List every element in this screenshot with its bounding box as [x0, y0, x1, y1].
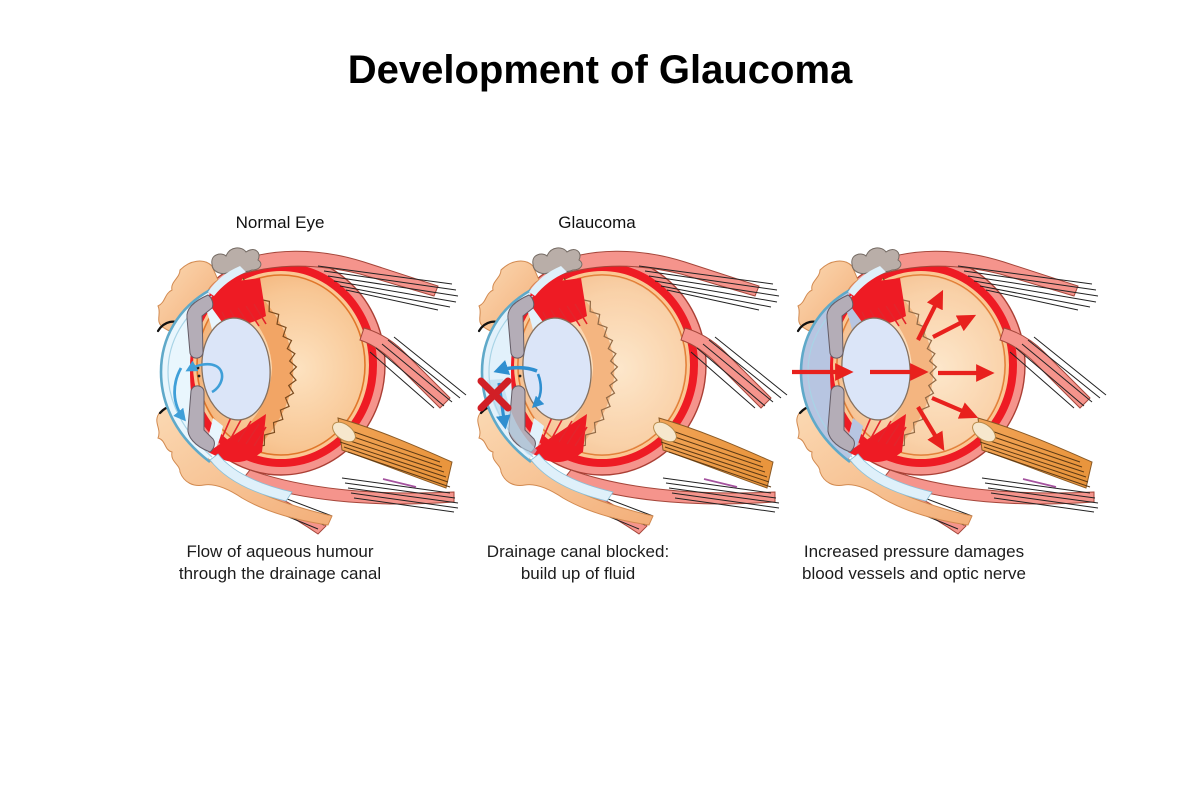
caption-line: through the drainage canal [178, 563, 382, 583]
aqueous-flow-arrows [173, 360, 224, 422]
caption-line: build up of fluid [520, 563, 636, 583]
panel-label-glaucoma: Glaucoma [558, 213, 636, 232]
caption-line: Flow of aqueous humour [186, 542, 374, 561]
panel-caption-pressure: Increased pressure damages blood vessels… [749, 541, 1079, 584]
page-title: Development of Glaucoma [347, 48, 853, 92]
pressure-arrows [792, 289, 995, 451]
pressure-eye-diagram [792, 246, 1108, 536]
panel-label-normal-eye: Normal Eye [235, 213, 325, 232]
caption-line: blood vessels and optic nerve [802, 563, 1026, 583]
caption-line: Drainage canal blocked: [486, 542, 670, 561]
normal-eye-diagram [155, 246, 468, 536]
panel-caption-normal: Flow of aqueous humour through the drain… [115, 541, 445, 584]
panel-caption-glaucoma: Drainage canal blocked: build up of flui… [413, 541, 743, 584]
glaucoma-eye-diagram [476, 246, 789, 536]
caption-line: Increased pressure damages [803, 542, 1025, 561]
blocked-x-icon [477, 377, 512, 412]
